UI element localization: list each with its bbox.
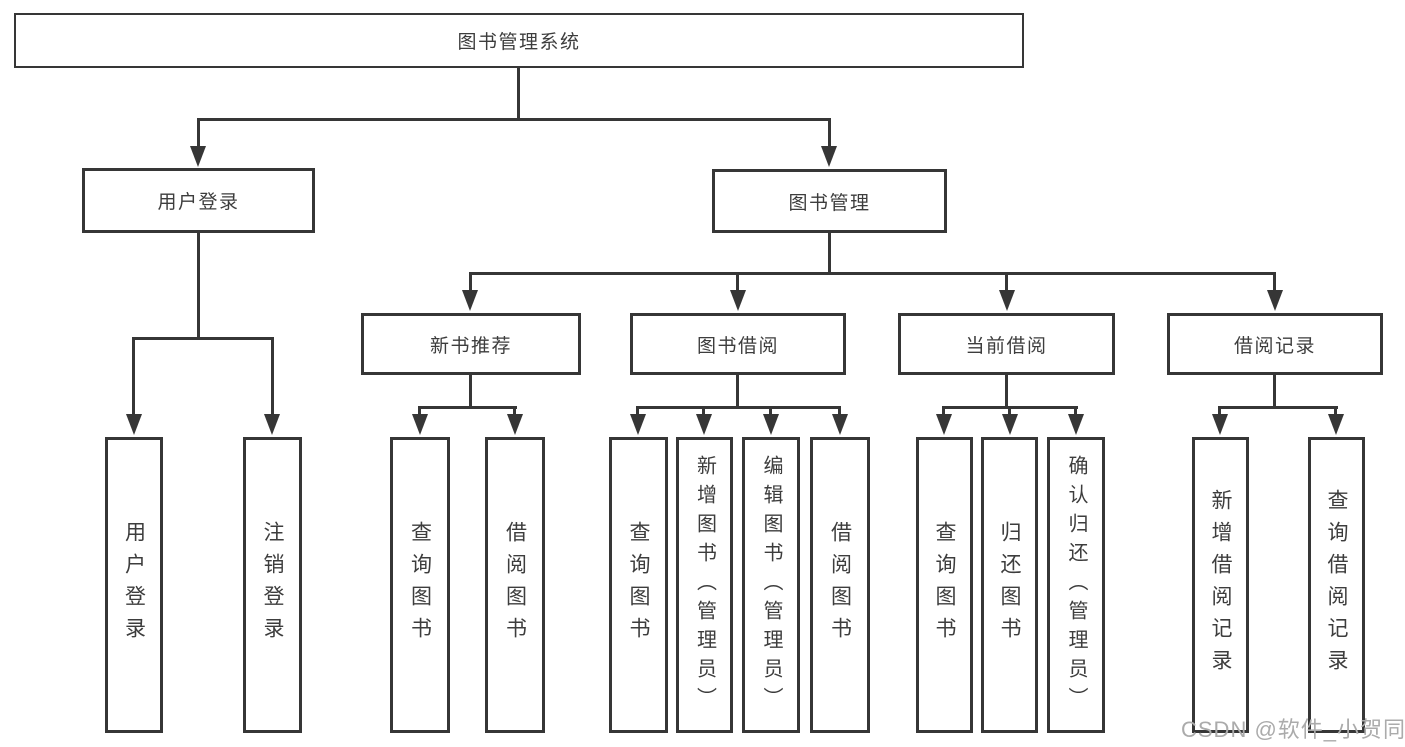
node-edit-book-admin: 编辑图书（管理员） [742, 437, 800, 733]
node-borrow-books-borrowing: 借阅图书 [810, 437, 870, 733]
arrowhead-down-icon [507, 414, 523, 435]
arrowhead-down-icon [126, 414, 142, 435]
connector-line [517, 68, 520, 120]
connector-line [1005, 375, 1008, 408]
connector-line [418, 406, 517, 409]
node-borrow-books-recommend: 借阅图书 [485, 437, 545, 733]
arrowhead-down-icon [730, 290, 746, 311]
connector-line [702, 406, 705, 417]
arrowhead-down-icon [936, 414, 952, 435]
node-label: 借阅记录 [1233, 335, 1316, 357]
node-query-books-current: 查询图书 [916, 437, 973, 733]
connector-line [418, 406, 421, 417]
connector-line [838, 406, 841, 417]
node-add-borrow-record: 新增借阅记录 [1192, 437, 1249, 733]
arrowhead-down-icon [264, 414, 280, 435]
node-label: 借阅图书 [503, 521, 527, 649]
node-label: 新书推荐 [429, 335, 512, 357]
node-label: 归还图书 [998, 521, 1021, 649]
connector-line [132, 337, 274, 340]
connector-line [1273, 375, 1276, 408]
connector-line [736, 272, 739, 292]
node-query-borrow-record: 查询借阅记录 [1308, 437, 1365, 733]
connector-line [197, 118, 831, 121]
node-user-login-action: 用户登录 [105, 437, 163, 733]
connector-line [1005, 272, 1008, 292]
arrowhead-down-icon [1328, 414, 1344, 435]
connector-line [1334, 406, 1337, 417]
node-label: 图书借阅 [696, 335, 779, 357]
connector-line [132, 337, 135, 417]
connector-line [1273, 272, 1276, 292]
csdn-watermark: CSDN @软件_小贺同学 [1181, 717, 1405, 742]
node-user-login: 用户登录 [82, 168, 315, 233]
arrowhead-down-icon [412, 414, 428, 435]
node-label: 查询借阅记录 [1325, 489, 1348, 681]
connector-line [636, 406, 639, 417]
node-label: 用户登录 [157, 192, 240, 213]
node-label: 查询图书 [933, 521, 956, 649]
connector-line [1218, 406, 1338, 409]
node-label: 编辑图书（管理员） [760, 454, 782, 716]
connector-line [769, 406, 772, 417]
connector-line [469, 272, 1276, 275]
node-return-books: 归还图书 [981, 437, 1038, 733]
node-query-books-recommend: 查询图书 [390, 437, 450, 733]
connector-line [828, 118, 831, 148]
connector-line [942, 406, 945, 417]
connector-line [1008, 406, 1011, 417]
connector-line [513, 406, 516, 417]
node-label: 当前借阅 [965, 335, 1048, 357]
node-current-borrowing: 当前借阅 [898, 313, 1115, 375]
connector-line [736, 375, 739, 408]
node-label: 查询图书 [627, 521, 650, 649]
node-query-books-borrowing: 查询图书 [609, 437, 668, 733]
arrowhead-down-icon [832, 414, 848, 435]
arrowhead-down-icon [462, 290, 478, 311]
node-label: 图书管理 [788, 192, 871, 214]
connector-line [828, 233, 831, 274]
connector-line [469, 272, 472, 292]
node-label: 新增借阅记录 [1209, 489, 1232, 681]
connector-line [271, 337, 274, 417]
arrowhead-down-icon [821, 146, 837, 167]
connector-line [636, 406, 841, 409]
node-label: 查询图书 [408, 521, 432, 649]
node-new-book-recommendation: 新书推荐 [361, 313, 581, 375]
node-logout-action: 注销登录 [243, 437, 302, 733]
node-borrowing-records: 借阅记录 [1167, 313, 1383, 375]
connector-line [469, 375, 472, 408]
node-label: 借阅图书 [828, 521, 852, 649]
arrowhead-down-icon [1002, 414, 1018, 435]
arrowhead-down-icon [696, 414, 712, 435]
node-label: 新增图书（管理员） [693, 454, 716, 716]
node-label: 注销登录 [261, 521, 284, 649]
connector-line [1218, 406, 1221, 417]
node-label: 用户登录 [122, 521, 146, 649]
arrowhead-down-icon [1267, 290, 1283, 311]
arrowhead-down-icon [190, 146, 206, 167]
connector-line [197, 233, 200, 339]
node-label: 图书管理系统 [457, 32, 581, 53]
node-add-book-admin: 新增图书（管理员） [676, 437, 733, 733]
arrowhead-down-icon [1212, 414, 1228, 435]
node-label: 确认归还（管理员） [1065, 454, 1087, 716]
node-library-management-system: 图书管理系统 [14, 13, 1024, 68]
arrowhead-down-icon [999, 290, 1015, 311]
arrowhead-down-icon [1068, 414, 1084, 435]
node-book-borrowing: 图书借阅 [630, 313, 846, 375]
connector-line [197, 118, 200, 148]
node-book-management: 图书管理 [712, 169, 947, 233]
arrowhead-down-icon [763, 414, 779, 435]
arrowhead-down-icon [630, 414, 646, 435]
connector-line [1074, 406, 1077, 417]
node-confirm-return-admin: 确认归还（管理员） [1047, 437, 1105, 733]
